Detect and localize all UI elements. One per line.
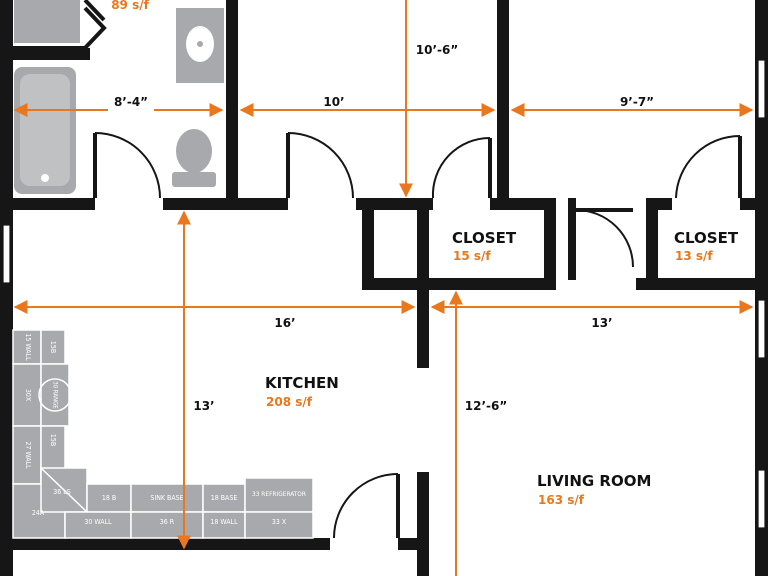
dim-bedroom1-depth: 10’-6” bbox=[416, 43, 458, 57]
wall-row-4 bbox=[490, 198, 556, 210]
cab-label-base-15b: 15B bbox=[49, 434, 57, 446]
cab-label-base-15: 15B bbox=[49, 341, 57, 353]
room-labels: 89 s/f CLOSET 15 s/f CLOSET 13 s/f KITCH… bbox=[111, 0, 739, 507]
door-bedroom-1 bbox=[286, 132, 354, 199]
wall-closet1-mid bbox=[417, 198, 429, 290]
linen-cabinet bbox=[14, 0, 80, 43]
cab-label-refrigerator: 33 REFRIGERATOR bbox=[252, 490, 306, 498]
range-burner-icon bbox=[38, 378, 72, 412]
door-bath bbox=[93, 132, 161, 199]
bath-area: 89 s/f bbox=[111, 0, 149, 12]
cab-base-18b bbox=[202, 483, 246, 513]
cab-label-ls-36: 36 LS bbox=[53, 488, 71, 496]
bathtub-basin bbox=[20, 74, 70, 186]
door-closet-1 bbox=[431, 136, 492, 199]
toilet-tank-icon bbox=[172, 172, 216, 187]
dimension-lines bbox=[13, 0, 754, 576]
dim-living-width: 13’ bbox=[591, 316, 612, 330]
cab-range bbox=[40, 363, 70, 427]
cab-label-range: 30 RANGE bbox=[52, 381, 59, 409]
kitchen-name: KITCHEN bbox=[265, 374, 339, 392]
window-left bbox=[2, 224, 11, 284]
cab-label-wall-15: 15 WALL bbox=[24, 333, 32, 361]
wall-left bbox=[0, 0, 13, 576]
dim-kitchen-depth: 13’ bbox=[193, 399, 214, 413]
cab-base-15 bbox=[40, 329, 66, 365]
bath-fixtures bbox=[14, 0, 224, 194]
cab-wall-15 bbox=[12, 329, 42, 365]
window-right-mid bbox=[757, 299, 766, 359]
wall-closet2-stub bbox=[568, 198, 576, 280]
wall-divider-top bbox=[417, 278, 429, 368]
dim-living-depth: 12’-6” bbox=[465, 399, 507, 413]
dim-bath-width: 8’-4” bbox=[114, 95, 148, 109]
wall-closet-bottom bbox=[362, 278, 556, 290]
bath-partition bbox=[13, 0, 107, 50]
window-right-upper bbox=[757, 59, 766, 119]
wall-bath-top-stub bbox=[0, 48, 90, 60]
door-bedroom-2 bbox=[675, 135, 742, 199]
tub-drain-icon bbox=[41, 174, 49, 182]
door-hall bbox=[575, 208, 634, 268]
door-entry bbox=[333, 473, 400, 539]
toilet-bowl-icon bbox=[176, 129, 212, 173]
cab-label-base-18: 18 B bbox=[102, 494, 116, 502]
dim-bedroom1-width: 10’ bbox=[323, 95, 344, 109]
sink-drain-icon bbox=[197, 41, 203, 47]
dim-kitchen-width: 16’ bbox=[274, 316, 295, 330]
wall-row-7 bbox=[740, 198, 768, 210]
wall-divider-bottom bbox=[417, 472, 429, 576]
wall-bottom-left bbox=[0, 538, 330, 550]
wall-bed-divider bbox=[497, 0, 509, 208]
cab-label-wall-18: 18 WALL bbox=[210, 518, 238, 526]
wall-row-2 bbox=[163, 198, 288, 210]
closet1-name: CLOSET bbox=[452, 229, 517, 247]
cab-label-base-18b: 18 BASE bbox=[211, 494, 238, 502]
wall-closet1-right bbox=[544, 198, 556, 280]
cab-label-wall-30: 30 WALL bbox=[84, 518, 112, 526]
wall-bath-right bbox=[226, 0, 238, 208]
closet2-name: CLOSET bbox=[674, 229, 739, 247]
windows bbox=[2, 59, 766, 529]
kitchen-cabinets: 15 WALL 15B 30X 30 RANGE 27 WALL 15B 24A… bbox=[12, 329, 314, 539]
cab-label-r-36: 36 R bbox=[160, 518, 175, 526]
closet2-area: 13 s/f bbox=[675, 249, 713, 263]
cab-r-36 bbox=[130, 511, 204, 539]
cab-base-30 bbox=[12, 363, 42, 427]
wall-row-1 bbox=[0, 198, 95, 210]
window-right-lower bbox=[757, 469, 766, 529]
wall-closet1-left bbox=[362, 198, 374, 290]
wall-closet2-bottom bbox=[636, 278, 768, 290]
doors bbox=[93, 132, 742, 539]
dimension-labels: 8’-4” 10’ 10’-6” 9’-7” 16’ 13’ 13’ 12’-6… bbox=[108, 42, 654, 413]
dim-bedroom2-width: 9’-7” bbox=[620, 95, 654, 109]
corner-diagonal bbox=[40, 467, 88, 513]
wall-closet2-left bbox=[646, 198, 658, 290]
wall-row-3 bbox=[356, 198, 433, 210]
cab-label-base-30: 30X bbox=[24, 389, 32, 402]
kitchen-area: 208 s/f bbox=[266, 395, 313, 409]
cab-label-sink-base: SINK BASE bbox=[150, 494, 183, 502]
living-name: LIVING ROOM bbox=[537, 472, 651, 490]
cab-label-corner-24: 24A bbox=[32, 509, 45, 517]
cab-wall-30 bbox=[64, 511, 132, 539]
cab-x-33 bbox=[244, 511, 314, 539]
closet1-area: 15 s/f bbox=[453, 249, 491, 263]
cab-base-18 bbox=[86, 483, 132, 513]
cab-label-x-33: 33 X bbox=[272, 518, 287, 526]
cab-sink-base bbox=[130, 483, 204, 513]
cab-label-wall-27: 27 WALL bbox=[24, 441, 32, 469]
wall-bottom-right bbox=[398, 538, 428, 550]
living-area: 163 s/f bbox=[538, 493, 585, 507]
